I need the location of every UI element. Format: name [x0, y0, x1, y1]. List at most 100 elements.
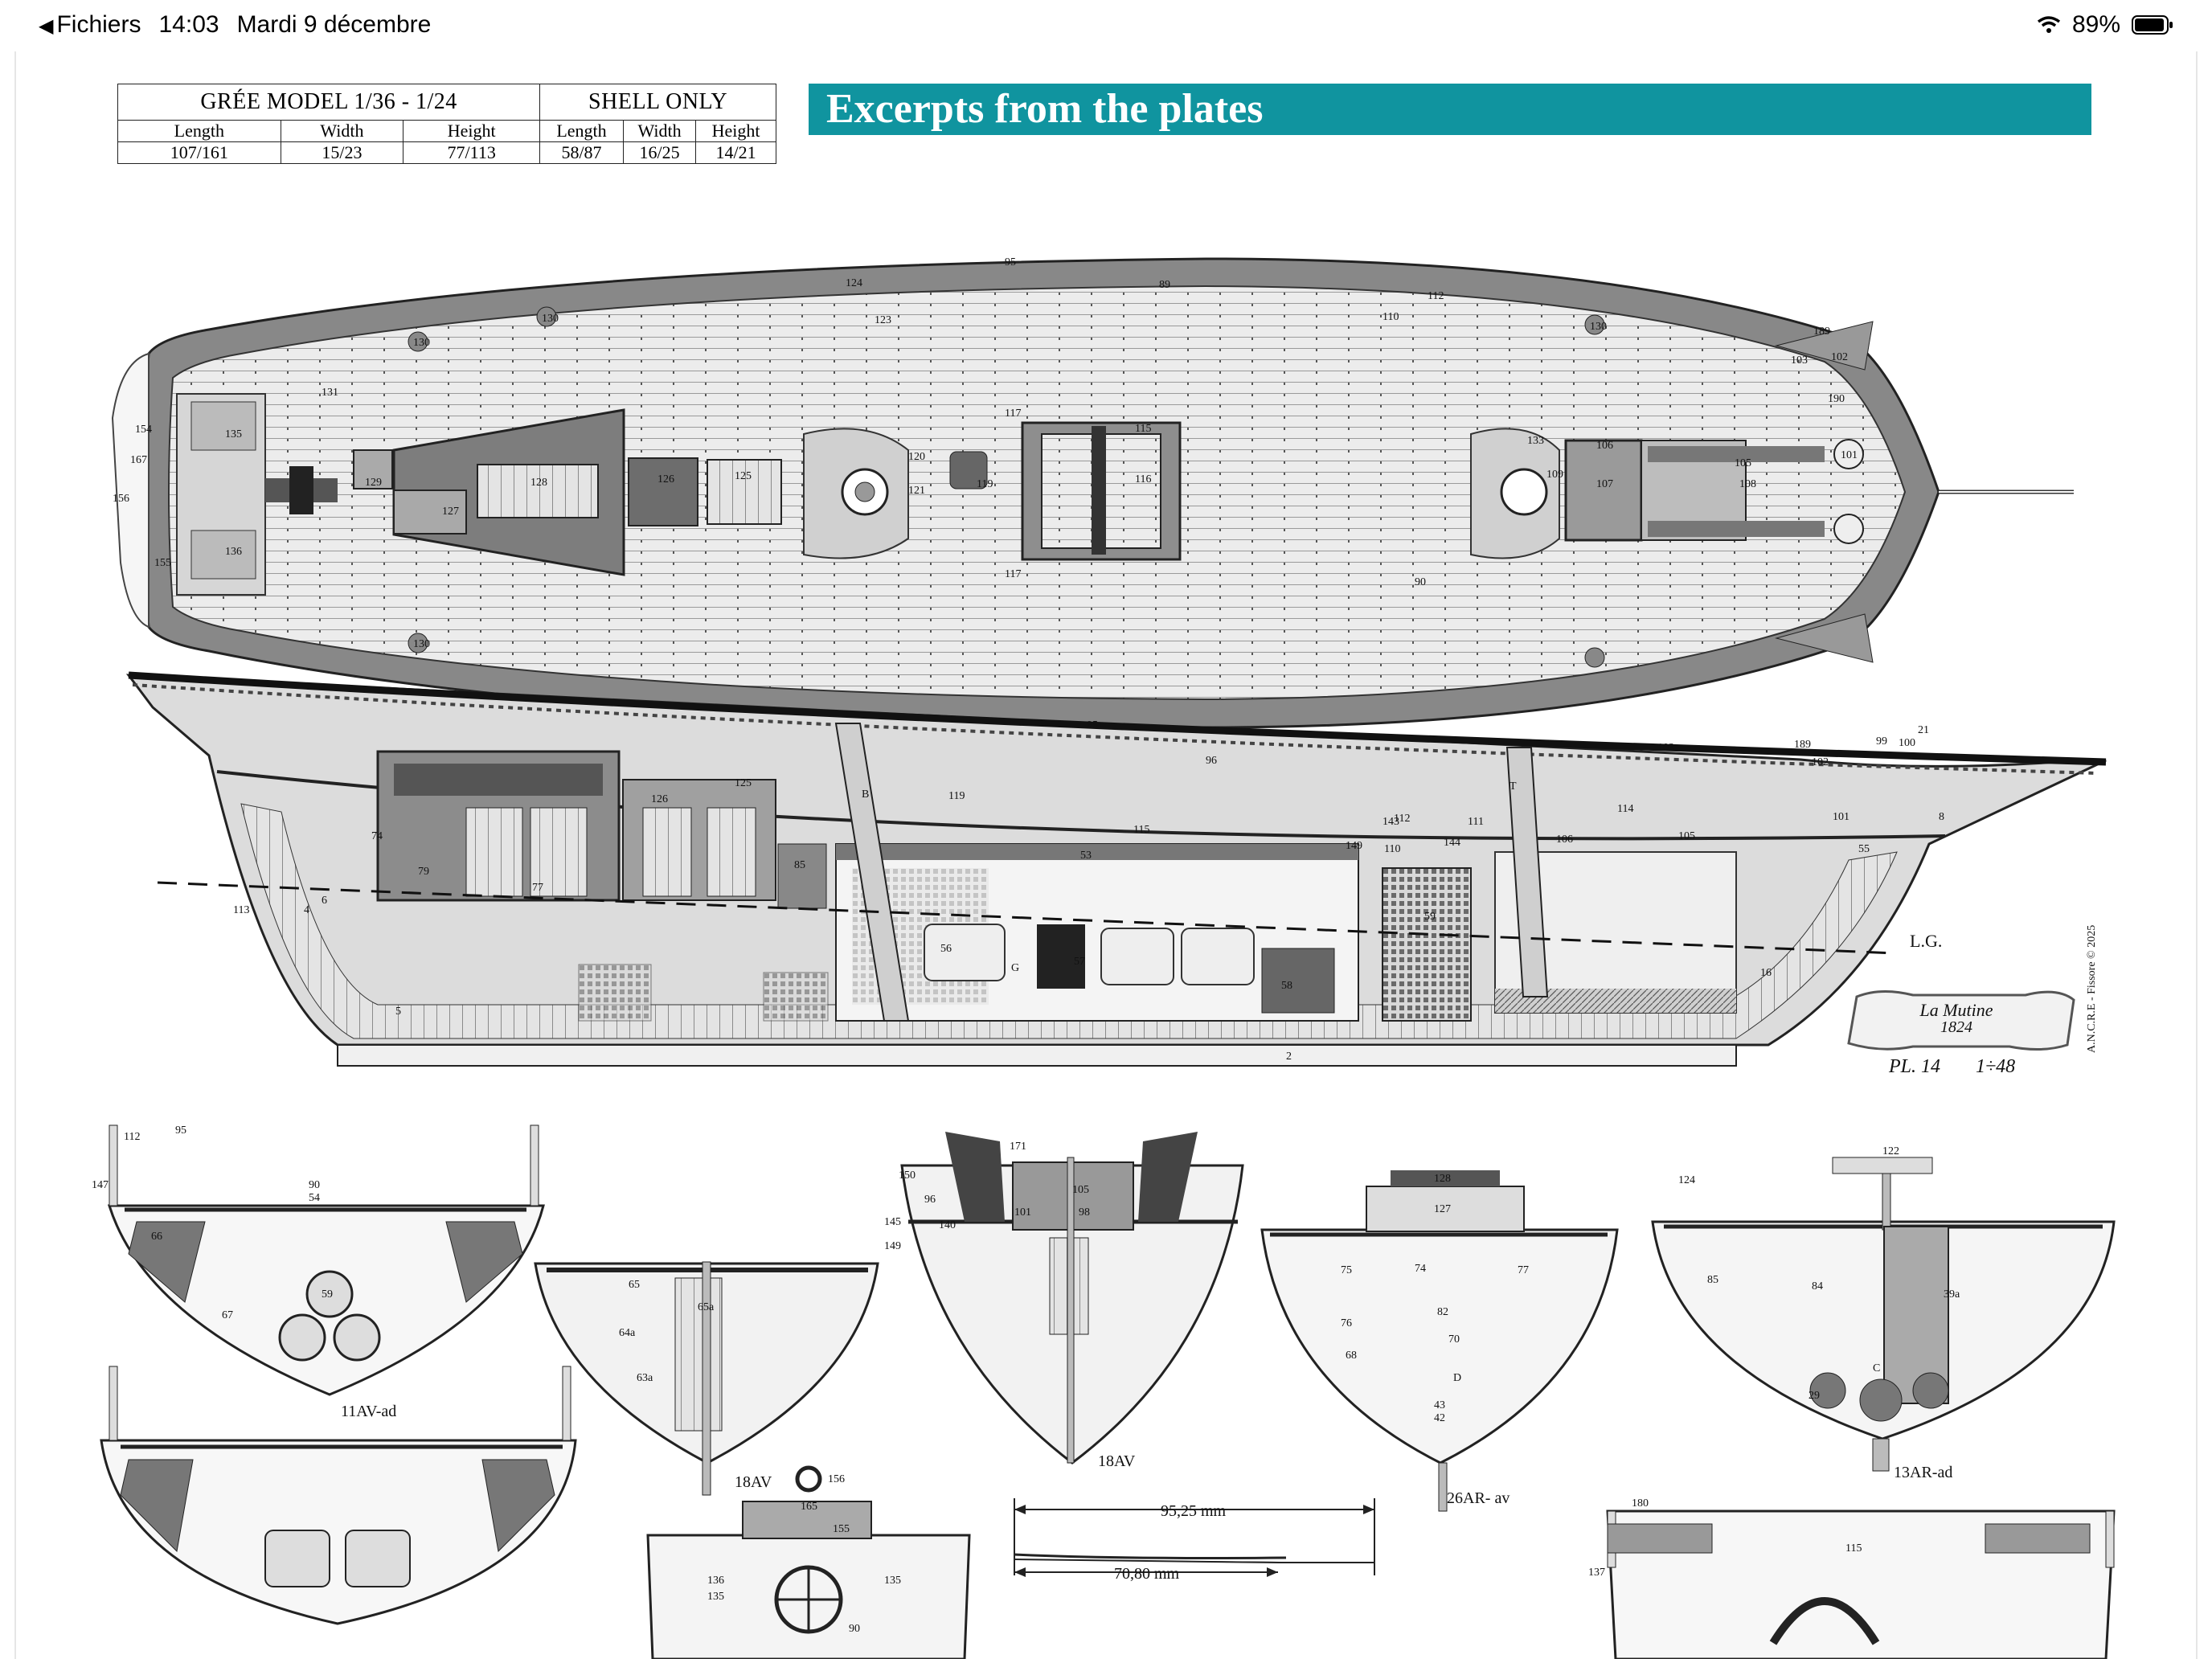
col-header: Height: [403, 120, 541, 142]
section-label: 68: [1346, 1350, 1357, 1362]
profile-label: 96: [1206, 755, 1217, 767]
deck-label: 117: [1005, 568, 1021, 580]
status-date: Mardi 9 décembre: [236, 11, 432, 38]
profile-label: 111: [1468, 816, 1484, 828]
deck-label: 107: [1596, 478, 1613, 490]
profile-label: 189: [1794, 739, 1811, 751]
deck-label: 112: [1428, 290, 1444, 302]
section-label: 96: [924, 1194, 936, 1206]
deck-label: 119: [977, 478, 993, 490]
section-label: 59: [322, 1288, 333, 1301]
profile-label: T: [1509, 780, 1517, 793]
profile-label: 56: [940, 943, 952, 955]
cartouche-frame: [1847, 989, 2075, 1051]
page-edge-left: [14, 51, 16, 1659]
waterline-label: L.G.: [1910, 931, 1942, 951]
profile-label: 5: [395, 1006, 401, 1018]
deck-label: 124: [846, 277, 862, 289]
deck-label: 121: [908, 485, 925, 497]
copyright-text: A.N.C.R.E - Fissore © 2025: [2086, 925, 2098, 1053]
section-label: 43: [1434, 1399, 1445, 1411]
profile-label: 112: [1394, 813, 1410, 825]
deck-label: 110: [1382, 311, 1399, 323]
deck-label: 126: [657, 473, 674, 485]
table-cell: 107/161: [117, 141, 281, 164]
deck-label: 136: [225, 546, 242, 558]
status-bar: ◀Fichiers 14:03 Mardi 9 décembre 89%: [0, 0, 2212, 51]
section-title-13: 13AR-ad: [1894, 1464, 1952, 1481]
section-label: 39a: [1944, 1288, 1960, 1301]
back-caret-icon: ◀: [39, 15, 54, 37]
section-label: 137: [1588, 1567, 1605, 1579]
table-group2-title: SHELL ONLY: [539, 84, 776, 121]
wifi-icon: [2037, 16, 2061, 33]
section-label: 124: [1678, 1174, 1695, 1186]
section-label: 155: [833, 1523, 850, 1535]
section-label: 122: [1882, 1145, 1899, 1157]
section-label: 147: [92, 1179, 109, 1191]
banner-title: Excerpts from the plates: [809, 84, 2091, 135]
deck-label: 129: [365, 477, 382, 489]
section-label: 74: [1415, 1263, 1426, 1275]
deck-label: 128: [530, 477, 547, 489]
deck-label: 155: [154, 557, 171, 569]
deck-plan: 95 89 124 123 110 112 130 130 130 130 11…: [111, 256, 2074, 729]
profile-label: 103: [1657, 742, 1674, 754]
deck-label: 133: [1527, 435, 1544, 447]
section-title-18a: 18AV: [735, 1473, 772, 1491]
battery-icon: [2132, 15, 2173, 35]
section-label: 54: [309, 1192, 320, 1204]
profile-label: 79: [418, 866, 429, 878]
section-label: 65a: [698, 1301, 715, 1313]
section-label: 90: [309, 1179, 320, 1191]
section-title-11: 11AV-ad: [341, 1403, 396, 1420]
col-header: Height: [695, 120, 776, 142]
profile-label: 55: [1858, 843, 1870, 855]
deck-label: 115: [1135, 423, 1151, 435]
table-cell: 16/25: [622, 141, 697, 164]
deck-label: 189: [1813, 326, 1830, 338]
profile-label: 101: [1833, 811, 1849, 823]
profile-label: 4: [304, 904, 309, 916]
profile-label: G: [1011, 962, 1019, 974]
deck-label: 156: [113, 493, 129, 505]
cartouche-name: La Mutine: [1919, 1000, 1993, 1020]
section-label: C: [1873, 1362, 1880, 1374]
section-label: 65: [629, 1279, 640, 1291]
table-cell: 77/113: [403, 141, 541, 164]
section-label: 180: [1632, 1497, 1649, 1509]
section-label: 136: [707, 1575, 724, 1587]
profile-label: 99: [1876, 735, 1887, 748]
profile-label: 57: [1074, 956, 1085, 968]
section-label: 70: [1448, 1333, 1460, 1346]
profile-label: 119: [948, 790, 965, 802]
section-label: 105: [1072, 1184, 1089, 1196]
section-label: 67: [222, 1309, 233, 1321]
profile-label: 8: [1939, 811, 1944, 823]
section-label: 145: [884, 1216, 901, 1228]
section-label: 82: [1437, 1306, 1448, 1318]
profile-label: 144: [1444, 837, 1460, 849]
section-label: 42: [1434, 1412, 1445, 1424]
profile-label: 53: [1080, 850, 1092, 862]
table-cell: 58/87: [539, 141, 624, 164]
deck-label: 130: [413, 337, 430, 349]
section-label: 98: [1079, 1206, 1090, 1219]
section-label: 64a: [619, 1327, 636, 1339]
section-label: D: [1453, 1372, 1461, 1384]
deck-label: 135: [225, 428, 242, 440]
profile-label: 126: [651, 793, 668, 805]
profile-label: 149: [1346, 840, 1362, 852]
measurement-length-2: 70,80 mm: [1114, 1565, 1180, 1583]
measurement-length-1: 95,25 mm: [1161, 1502, 1227, 1520]
section-label: 84: [1812, 1280, 1823, 1292]
section-title-18b: 18AV: [1098, 1452, 1136, 1470]
profile-label: 113: [233, 904, 249, 916]
section-label: 77: [1518, 1264, 1529, 1276]
profile-label: 106: [1556, 834, 1573, 846]
section-label: 156: [828, 1473, 845, 1485]
back-button[interactable]: ◀Fichiers: [39, 11, 141, 39]
profile-label: 6: [322, 895, 327, 907]
section-label: 101: [1014, 1206, 1031, 1219]
col-header: Width: [280, 120, 404, 142]
